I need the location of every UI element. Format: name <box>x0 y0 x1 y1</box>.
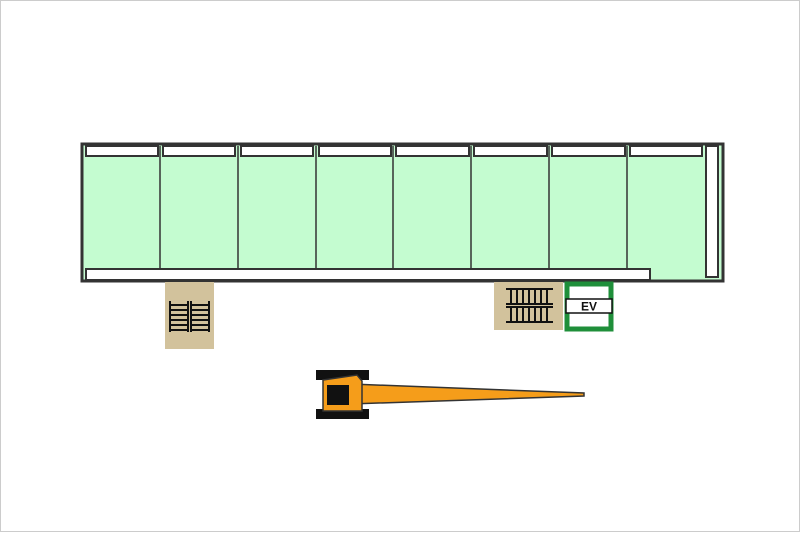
building <box>80 142 725 283</box>
crane-track-top <box>316 370 369 380</box>
stair-east-icon <box>506 288 553 323</box>
window-strip-5 <box>395 145 470 157</box>
window-strip-1 <box>85 145 159 157</box>
unit-dividers <box>159 146 628 269</box>
window-strip-7 <box>551 145 626 157</box>
stair-west <box>165 282 214 349</box>
window-strips <box>85 145 703 157</box>
window-strip-6 <box>473 145 548 157</box>
window-strip-8 <box>629 145 703 157</box>
window-strip-2 <box>162 145 236 157</box>
elevator: EV <box>564 281 614 332</box>
elevator-label: EV <box>581 300 597 314</box>
elevator-label-box <box>565 298 613 314</box>
crane-track-bottom <box>316 409 369 419</box>
right-wall-strip <box>705 145 719 278</box>
stair-west-icon <box>169 301 210 332</box>
stair-east <box>494 282 563 330</box>
crane-boom <box>350 383 585 405</box>
window-strip-3 <box>240 145 314 157</box>
building-outline <box>80 142 725 283</box>
crane-cab-window <box>327 385 349 405</box>
corridor-wall <box>85 268 651 281</box>
window-strip-4 <box>318 145 392 157</box>
crane <box>316 370 585 419</box>
